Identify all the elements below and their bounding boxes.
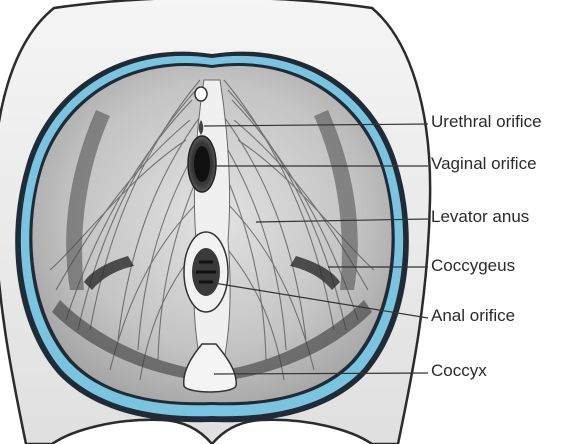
label-coccyx: Coccyx xyxy=(431,361,487,381)
label-urethral-orifice: Urethral orifice xyxy=(431,112,542,132)
label-anal-orifice: Anal orifice xyxy=(431,306,515,326)
urethral-orifice xyxy=(195,87,207,101)
perineal-cleft xyxy=(194,80,230,360)
label-levator-anus: Levator anus xyxy=(431,207,529,227)
label-vaginal-orifice: Vaginal orifice xyxy=(431,154,537,174)
label-coccygeus: Coccygeus xyxy=(431,256,515,276)
